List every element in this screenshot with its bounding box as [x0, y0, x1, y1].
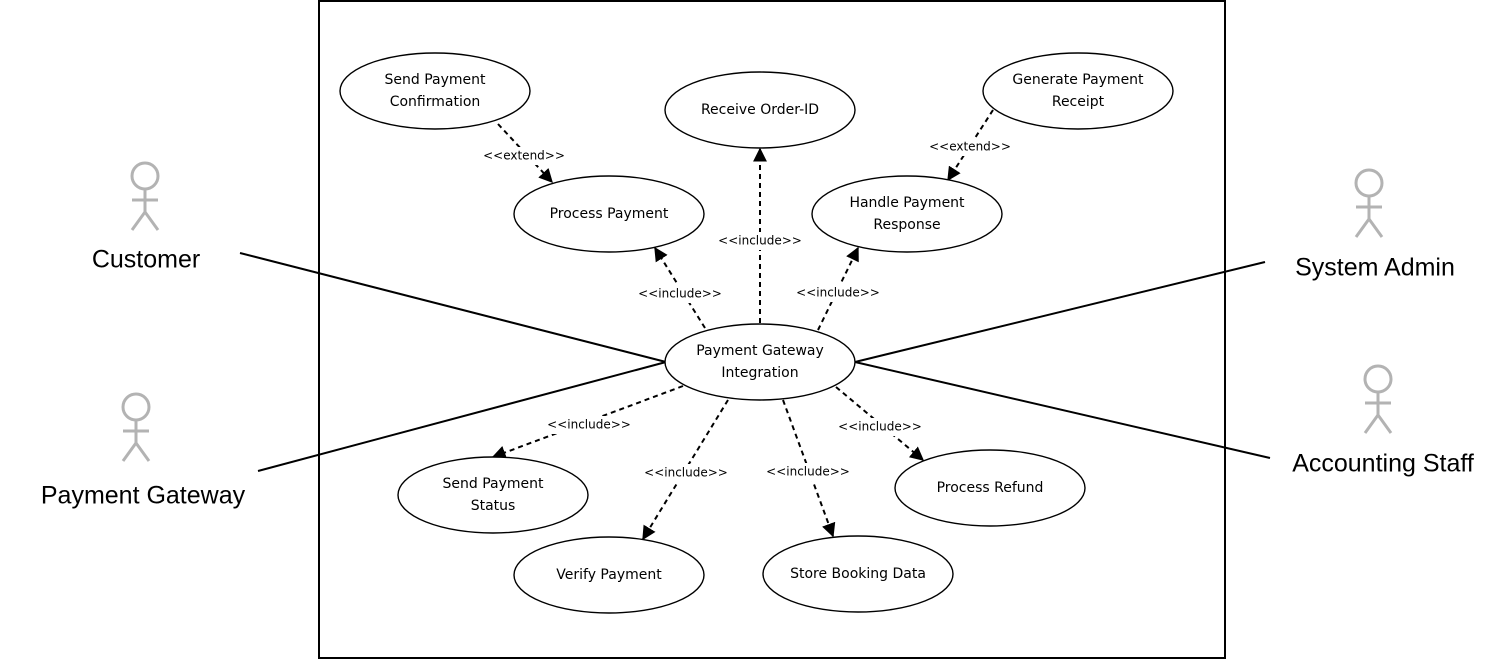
stereotype-label: <<include>> [766, 465, 850, 479]
relation-label-backdrop [931, 138, 1009, 156]
actor-right-leg [134, 442, 151, 462]
actor-head [121, 392, 151, 422]
use-case-label: Payment Gateway [696, 343, 824, 359]
actor-label: Payment Gateway [41, 482, 246, 510]
include-relation-gateway-integration-to-store-booking: <<include>> [765, 399, 851, 538]
actor-system-admin: System Admin [1295, 168, 1455, 282]
relation-label-backdrop [765, 463, 851, 481]
use-case-label: Response [873, 217, 940, 233]
use-case-label: Receipt [1052, 94, 1105, 110]
stick-figure-icon [1354, 168, 1384, 238]
use-case-verify-payment: Verify Payment [513, 536, 705, 614]
stereotype-label: <<include>> [796, 286, 880, 300]
actor-left-leg [1354, 218, 1371, 238]
relation-label-backdrop [546, 416, 632, 434]
use-case-label: Process Payment [550, 206, 669, 222]
actor-label: Accounting Staff [1292, 450, 1474, 478]
stereotype-label: <<include>> [547, 418, 631, 432]
actor-head [1363, 364, 1393, 394]
use-case-label: Integration [721, 365, 798, 381]
use-case-store-booking: Store Booking Data [762, 535, 954, 613]
use-case-ellipse [811, 175, 1003, 253]
stereotype-label: <<include>> [718, 234, 802, 248]
actor-left-leg [130, 211, 147, 231]
use-case-process-payment: Process Payment [513, 175, 705, 253]
actor-right-leg [143, 211, 160, 231]
use-case-ellipse [982, 52, 1174, 130]
relation-layer: <<extend>> <<extend>> <<include>> <<include… [483, 109, 1011, 541]
include-relation-gateway-integration-to-process-payment: <<include>> [637, 246, 723, 329]
use-case-ellipse [513, 175, 705, 253]
stick-figure-icon [130, 161, 160, 231]
stereotype-label: <<include>> [644, 466, 728, 480]
relation-label-backdrop [717, 232, 803, 250]
use-case-label: Generate Payment [1012, 72, 1144, 88]
relation-label-backdrop [795, 284, 881, 302]
actor-left-leg [121, 442, 138, 462]
actor-payment-gateway: Payment Gateway [41, 392, 246, 510]
use-case-ellipse [762, 535, 954, 613]
use-case-label: Send Payment [442, 476, 544, 492]
stick-figure-icon [1363, 364, 1393, 434]
use-case-ellipse [664, 71, 856, 149]
use-case-label: Confirmation [390, 94, 481, 110]
stereotype-label: <<extend>> [929, 140, 1011, 154]
use-case-label: Verify Payment [556, 567, 662, 583]
relation-label-backdrop [637, 285, 723, 303]
stereotype-label: <<include>> [838, 420, 922, 434]
association-layer [239, 252, 1271, 472]
include-relation-gateway-integration-to-handle-response: <<include>> [795, 246, 881, 331]
extend-relation-generate-receipt-to-handle-response: <<extend>> [929, 109, 1011, 182]
dependency-arrow [947, 109, 994, 182]
actor-customer: Customer [92, 161, 200, 274]
use-case-ellipse [664, 323, 856, 401]
include-relation-gateway-integration-to-send-status: <<include>> [491, 385, 684, 460]
actor-right-leg [1376, 414, 1393, 434]
stick-figure-icon [121, 392, 151, 462]
include-relation-gateway-integration-to-process-refund: <<include>> [835, 386, 925, 461]
use-case-label: Store Booking Data [790, 566, 926, 582]
use-case-receive-order: Receive Order-ID [664, 71, 856, 149]
use-case-ellipse [397, 456, 589, 534]
use-case-ellipse [513, 536, 705, 614]
association-line-system-admin [854, 261, 1266, 363]
system-boundary [318, 0, 1226, 659]
include-relation-gateway-integration-to-receive-order: <<include>> [717, 147, 803, 323]
actor-right-leg [1367, 218, 1384, 238]
include-relation-gateway-integration-to-verify-payment: <<include>> [642, 399, 729, 541]
actor-label: Customer [92, 246, 200, 274]
actor-left-leg [1363, 414, 1380, 434]
relation-label-backdrop [837, 418, 923, 436]
use-case-label: Process Refund [937, 480, 1044, 496]
use-case-ellipse [339, 52, 531, 130]
actor-accounting-staff: Accounting Staff [1292, 364, 1474, 478]
relation-label-backdrop [643, 464, 729, 482]
actor-head [130, 161, 160, 191]
use-case-ellipse [894, 449, 1086, 527]
use-case-label: Status [471, 498, 516, 514]
association-line-payment-gateway [257, 361, 667, 472]
relation-label-backdrop [485, 147, 563, 165]
use-case-process-refund: Process Refund [894, 449, 1086, 527]
extend-relation-send-confirmation-to-process-payment: <<extend>> [483, 123, 565, 184]
actor-head [1354, 168, 1384, 198]
use-case-label: Handle Payment [849, 195, 965, 211]
stereotype-label: <<include>> [638, 287, 722, 301]
association-line-customer [239, 252, 667, 363]
actor-label: System Admin [1295, 254, 1455, 282]
association-line-accounting-staff [854, 361, 1271, 459]
use-case-label: Send Payment [384, 72, 486, 88]
use-case-label: Receive Order-ID [701, 102, 819, 118]
stereotype-label: <<extend>> [483, 149, 565, 163]
